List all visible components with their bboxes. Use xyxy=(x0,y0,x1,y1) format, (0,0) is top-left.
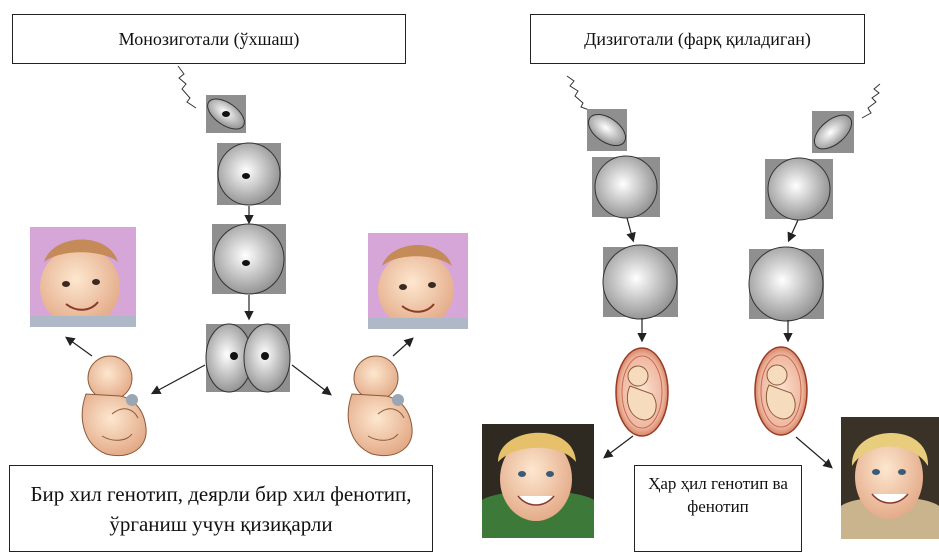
arrow-right-mono xyxy=(292,365,330,394)
embryo-icon-di-left xyxy=(603,245,678,319)
monozygotic-title-text: Монозиготали (ўхшаш) xyxy=(119,29,300,50)
sperm-icon-mono xyxy=(178,66,196,108)
sperm-icon-di-right xyxy=(862,84,880,118)
fetus-icon-right xyxy=(348,356,412,456)
arrow-di-left-1 xyxy=(627,218,633,240)
embryo-icon-di-right xyxy=(749,247,824,321)
monozygotic-title: Монозиготали (ўхшаш) xyxy=(12,14,406,64)
baby-photo-left xyxy=(30,227,136,327)
zygote-icon-mono-1 xyxy=(202,93,249,135)
zygote-icon-di-right-1 xyxy=(808,109,857,156)
arrow-di-left-3 xyxy=(605,436,633,457)
dizygotic-title: Дизиготали (фарқ қиладиган) xyxy=(530,14,865,64)
fetus-in-womb-icon-left xyxy=(616,348,668,436)
child-photo-left xyxy=(482,424,594,538)
dizygotic-caption: Ҳар ҳил генотип ва фенотип xyxy=(634,465,802,552)
dizygotic-title-text: Дизиготали (фарқ қиладиган) xyxy=(584,29,811,50)
arrow-left-mono xyxy=(153,365,205,393)
zygote-icon-mono-3 xyxy=(212,224,286,294)
baby-photo-right xyxy=(368,233,468,329)
zygote-icon-di-left-2 xyxy=(592,156,660,218)
zygote-icon-di-left-1 xyxy=(583,108,631,152)
fetus-icon-left xyxy=(82,356,146,456)
zygote-icon-mono-2 xyxy=(217,143,281,205)
embryo-icon-two-cell xyxy=(206,324,290,392)
sperm-icon-di-left xyxy=(567,76,589,110)
arrow-di-right-1 xyxy=(789,220,798,240)
arrow-up-right-mono xyxy=(393,339,412,356)
monozygotic-caption-text: Бир хил генотип, деярли бир хил фенотип,… xyxy=(20,479,422,539)
monozygotic-caption: Бир хил генотип, деярли бир хил фенотип,… xyxy=(9,465,433,552)
arrow-di-right-3 xyxy=(796,437,831,467)
fetus-in-womb-icon-right xyxy=(755,347,807,435)
arrow-up-left-mono xyxy=(67,338,92,356)
child-photo-right xyxy=(841,417,939,539)
zygote-icon-di-right-2 xyxy=(765,158,833,220)
dizygotic-caption-text: Ҳар ҳил генотип ва фенотип xyxy=(643,472,793,518)
